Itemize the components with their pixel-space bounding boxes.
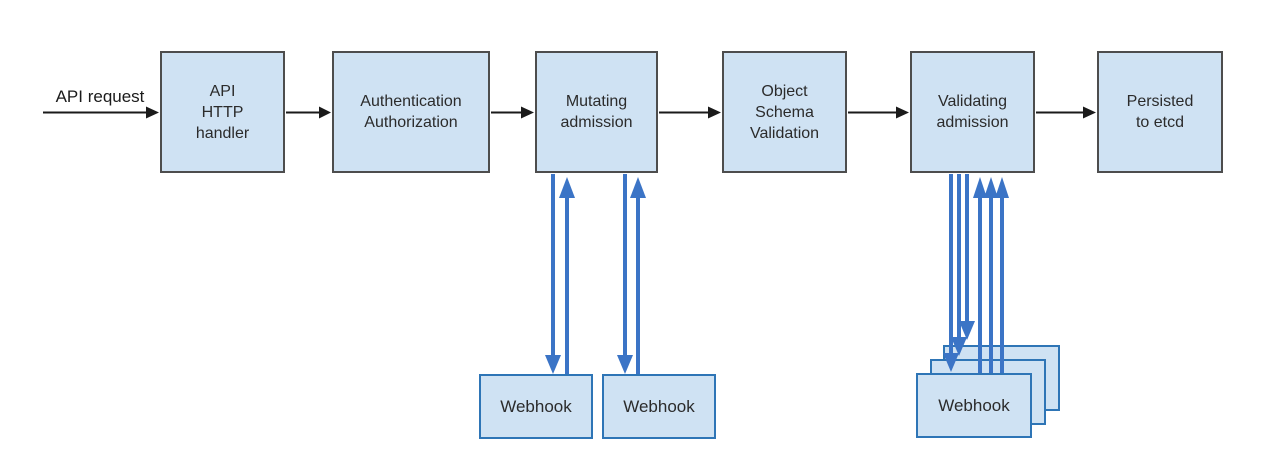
box-label: Webhook (938, 396, 1010, 415)
box-label: Mutating admission (560, 93, 633, 131)
box-persisted-to-etcd: Persisted to etcd (1097, 51, 1223, 173)
box-mutating-admission: Mutating admission (535, 51, 658, 173)
box-label: API HTTP handler (195, 82, 250, 142)
box-webhook-mutating-1: Webhook (479, 374, 593, 439)
box-label: Authentication Authorization (360, 93, 462, 131)
box-webhook-mutating-2: Webhook (602, 374, 716, 439)
box-label: Object Schema Validation (749, 82, 820, 142)
box-label: Webhook (500, 397, 572, 416)
box-validating-admission: Validating admission (910, 51, 1035, 173)
box-authentication-authorization: Authentication Authorization (332, 51, 490, 173)
api-request-label: API request (55, 87, 145, 106)
box-label: Webhook (623, 397, 695, 416)
box-webhook-validating-front: Webhook (916, 373, 1032, 438)
box-object-schema-validation: Object Schema Validation (722, 51, 847, 173)
box-label: Validating admission (936, 93, 1009, 131)
box-api-http-handler: API HTTP handler (160, 51, 285, 173)
box-label: Persisted to etcd (1126, 93, 1194, 131)
